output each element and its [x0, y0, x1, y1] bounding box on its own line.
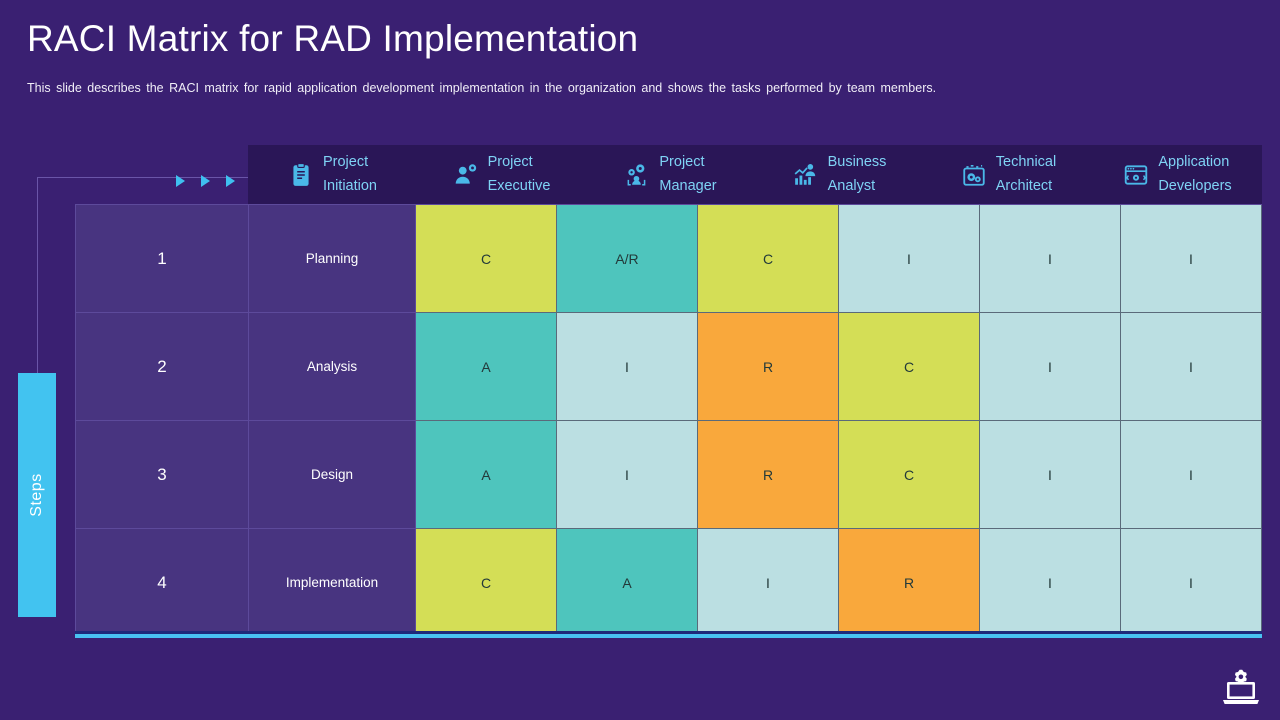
- play-triangle-icon: [176, 175, 185, 187]
- raci-cell[interactable]: I: [980, 421, 1121, 529]
- bottom-divider-shadow: [75, 631, 1262, 634]
- column-header-label: Project Initiation: [322, 154, 377, 194]
- clipboard-icon: [288, 162, 314, 188]
- row-task-label: Analysis: [249, 313, 416, 421]
- column-header-technical-architect[interactable]: Technical Architect: [924, 145, 1093, 204]
- raci-cell[interactable]: I: [1121, 313, 1262, 421]
- column-header-project-executive[interactable]: Project Executive: [417, 145, 586, 204]
- matrix-header-row: Project Initiation Project Executive: [248, 145, 1262, 204]
- row-task-label: Implementation: [249, 529, 416, 637]
- raci-cell[interactable]: I: [839, 205, 980, 313]
- row-number: 3: [76, 421, 249, 529]
- raci-cell[interactable]: R: [839, 529, 980, 637]
- raci-matrix-grid: 1 Planning C A/R C I I I 2 Analysis A I …: [75, 204, 1262, 637]
- play-triangle-icon: [226, 175, 235, 187]
- steps-bracket: [37, 177, 249, 507]
- steps-side-label-text: Steps: [28, 473, 45, 517]
- raci-cell[interactable]: I: [1121, 529, 1262, 637]
- raci-cell[interactable]: C: [839, 421, 980, 529]
- raci-cell[interactable]: I: [980, 529, 1121, 637]
- column-header-label: Business Analyst: [827, 154, 887, 194]
- raci-cell[interactable]: I: [557, 421, 698, 529]
- raci-cell[interactable]: I: [980, 313, 1121, 421]
- raci-cell[interactable]: R: [698, 421, 839, 529]
- browser-gear-icon: [1123, 162, 1149, 188]
- column-header-label: Project Manager: [659, 154, 717, 194]
- raci-cell[interactable]: R: [698, 313, 839, 421]
- raci-cell[interactable]: A/R: [557, 205, 698, 313]
- gears-panel-icon: [961, 162, 987, 188]
- raci-cell[interactable]: I: [1121, 205, 1262, 313]
- raci-cell[interactable]: C: [698, 205, 839, 313]
- person-gear-icon: [453, 162, 479, 188]
- column-header-business-analyst[interactable]: Business Analyst: [755, 145, 924, 204]
- raci-cell[interactable]: A: [416, 313, 557, 421]
- row-task-label: Design: [249, 421, 416, 529]
- column-header-label: Technical Architect: [995, 154, 1057, 194]
- steps-arrow-group: [176, 175, 235, 187]
- raci-cell[interactable]: C: [416, 529, 557, 637]
- row-number: 4: [76, 529, 249, 637]
- row-number: 2: [76, 313, 249, 421]
- raci-cell[interactable]: C: [839, 313, 980, 421]
- raci-cell[interactable]: I: [698, 529, 839, 637]
- team-gears-icon: [624, 162, 650, 188]
- raci-cell[interactable]: C: [416, 205, 557, 313]
- play-triangle-icon: [201, 175, 210, 187]
- bottom-divider: [75, 634, 1262, 638]
- row-number: 1: [76, 205, 249, 313]
- column-header-project-manager[interactable]: Project Manager: [586, 145, 755, 204]
- page-title: RACI Matrix for RAD Implementation: [27, 18, 639, 59]
- steps-side-label: Steps: [18, 373, 56, 617]
- column-header-application-developers[interactable]: Application Developers: [1093, 145, 1262, 204]
- raci-cell[interactable]: I: [557, 313, 698, 421]
- column-header-project-initiation[interactable]: Project Initiation: [248, 145, 417, 204]
- raci-cell[interactable]: I: [1121, 421, 1262, 529]
- column-header-label: Project Executive: [487, 154, 551, 194]
- page-subtitle: This slide describes the RACI matrix for…: [27, 81, 937, 95]
- raci-cell[interactable]: A: [557, 529, 698, 637]
- raci-cell[interactable]: I: [980, 205, 1121, 313]
- row-task-label: Planning: [249, 205, 416, 313]
- column-header-label: Application Developers: [1158, 154, 1232, 194]
- laptop-gear-logo: [1216, 668, 1262, 706]
- chart-person-icon: [793, 162, 819, 188]
- raci-cell[interactable]: A: [416, 421, 557, 529]
